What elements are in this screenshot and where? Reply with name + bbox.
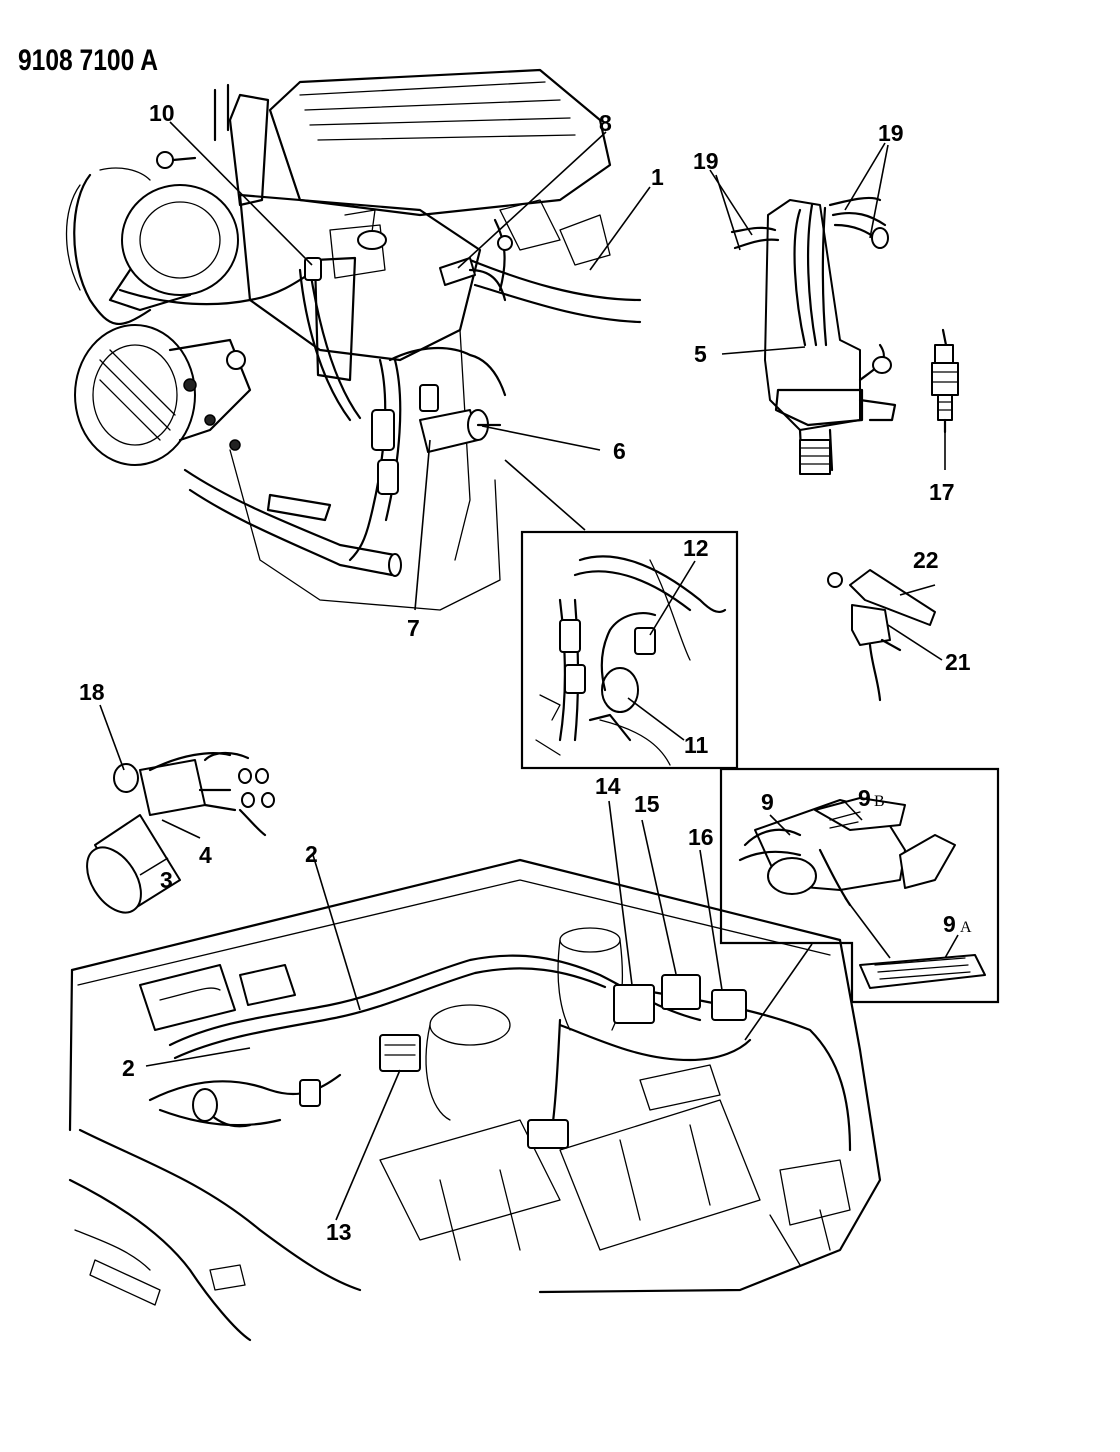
callout-3: 3 [160, 867, 173, 893]
callout-6: 6 [613, 438, 626, 464]
callout-21: 21 [945, 649, 971, 675]
engine-assembly [65, 68, 642, 611]
callout-9a: 9 [943, 911, 956, 937]
callout-12: 12 [683, 535, 709, 561]
callout-9: 9 [761, 789, 774, 815]
callout-4: 4 [199, 842, 212, 868]
ignition-module [730, 196, 897, 475]
callout-13: 13 [326, 1219, 352, 1245]
callout-11: 11 [684, 732, 709, 758]
callout-14: 14 [595, 773, 621, 799]
callout-17: 17 [929, 479, 955, 505]
callout-1: 1 [651, 164, 664, 190]
vehicle-engine-bay [68, 858, 882, 1342]
callout-22: 22 [913, 547, 939, 573]
callout-9a-suffix: A [960, 919, 972, 936]
ignition-coil [86, 751, 275, 914]
spark-plug [931, 328, 959, 434]
callout-19-left: 19 [693, 148, 719, 174]
callout-10: 10 [149, 100, 175, 126]
callout-labels: 10 8 1 6 7 19 19 5 17 22 21 12 11 18 3 4… [79, 100, 972, 1245]
callout-9b-suffix: B [874, 793, 885, 810]
callout-19-right: 19 [878, 120, 904, 146]
inset-box-sensor [520, 530, 739, 770]
callout-16: 16 [688, 824, 714, 850]
callout-8: 8 [599, 110, 612, 136]
callout-5: 5 [694, 341, 707, 367]
map-sensor [827, 569, 936, 702]
document-id: 9108 7100 A [18, 44, 158, 77]
callout-18: 18 [79, 679, 105, 705]
callout-2-upper: 2 [305, 841, 318, 867]
inset-box-module [719, 767, 1000, 1004]
leader-lines [99, 121, 959, 1221]
callout-15: 15 [634, 791, 660, 817]
callout-7: 7 [407, 615, 420, 641]
callout-2-lower: 2 [122, 1055, 135, 1081]
callout-9b: 9 [858, 785, 871, 811]
